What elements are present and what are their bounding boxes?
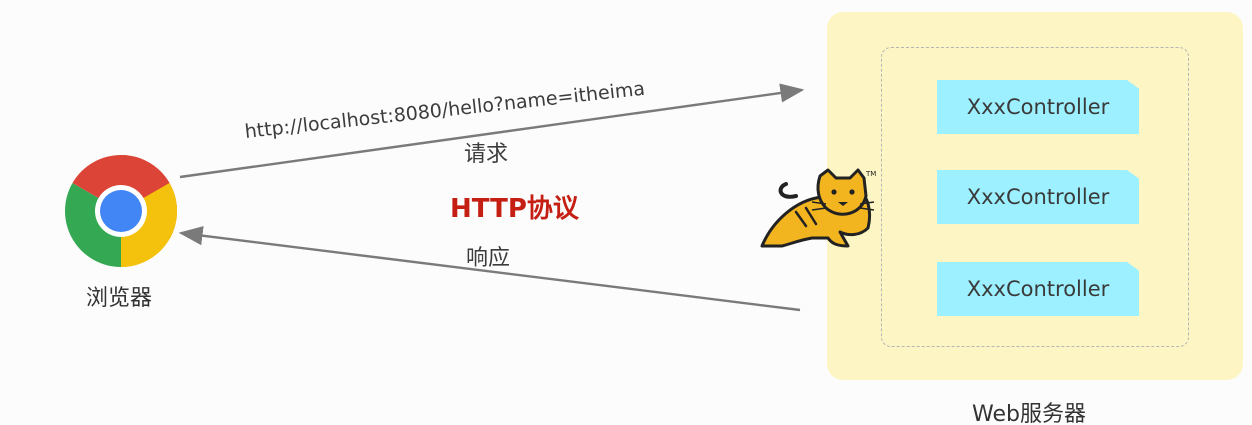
chrome-icon <box>64 154 178 267</box>
browser-label: 浏览器 <box>86 286 153 311</box>
controller-box: XxxController <box>937 170 1139 224</box>
response-label: 响应 <box>466 246 511 271</box>
svg-text:TM: TM <box>865 170 876 178</box>
tomcat-icon: TM <box>760 168 876 248</box>
controller-box: XxxController <box>937 80 1139 134</box>
controller-box: XxxController <box>937 262 1139 316</box>
server-container-box <box>881 47 1189 347</box>
protocol-label: HTTP协议 <box>450 194 579 224</box>
response-arrow <box>178 226 801 312</box>
web-server-label: Web服务器 <box>972 402 1086 425</box>
request-label: 请求 <box>464 142 509 167</box>
request-arrow <box>179 83 805 179</box>
